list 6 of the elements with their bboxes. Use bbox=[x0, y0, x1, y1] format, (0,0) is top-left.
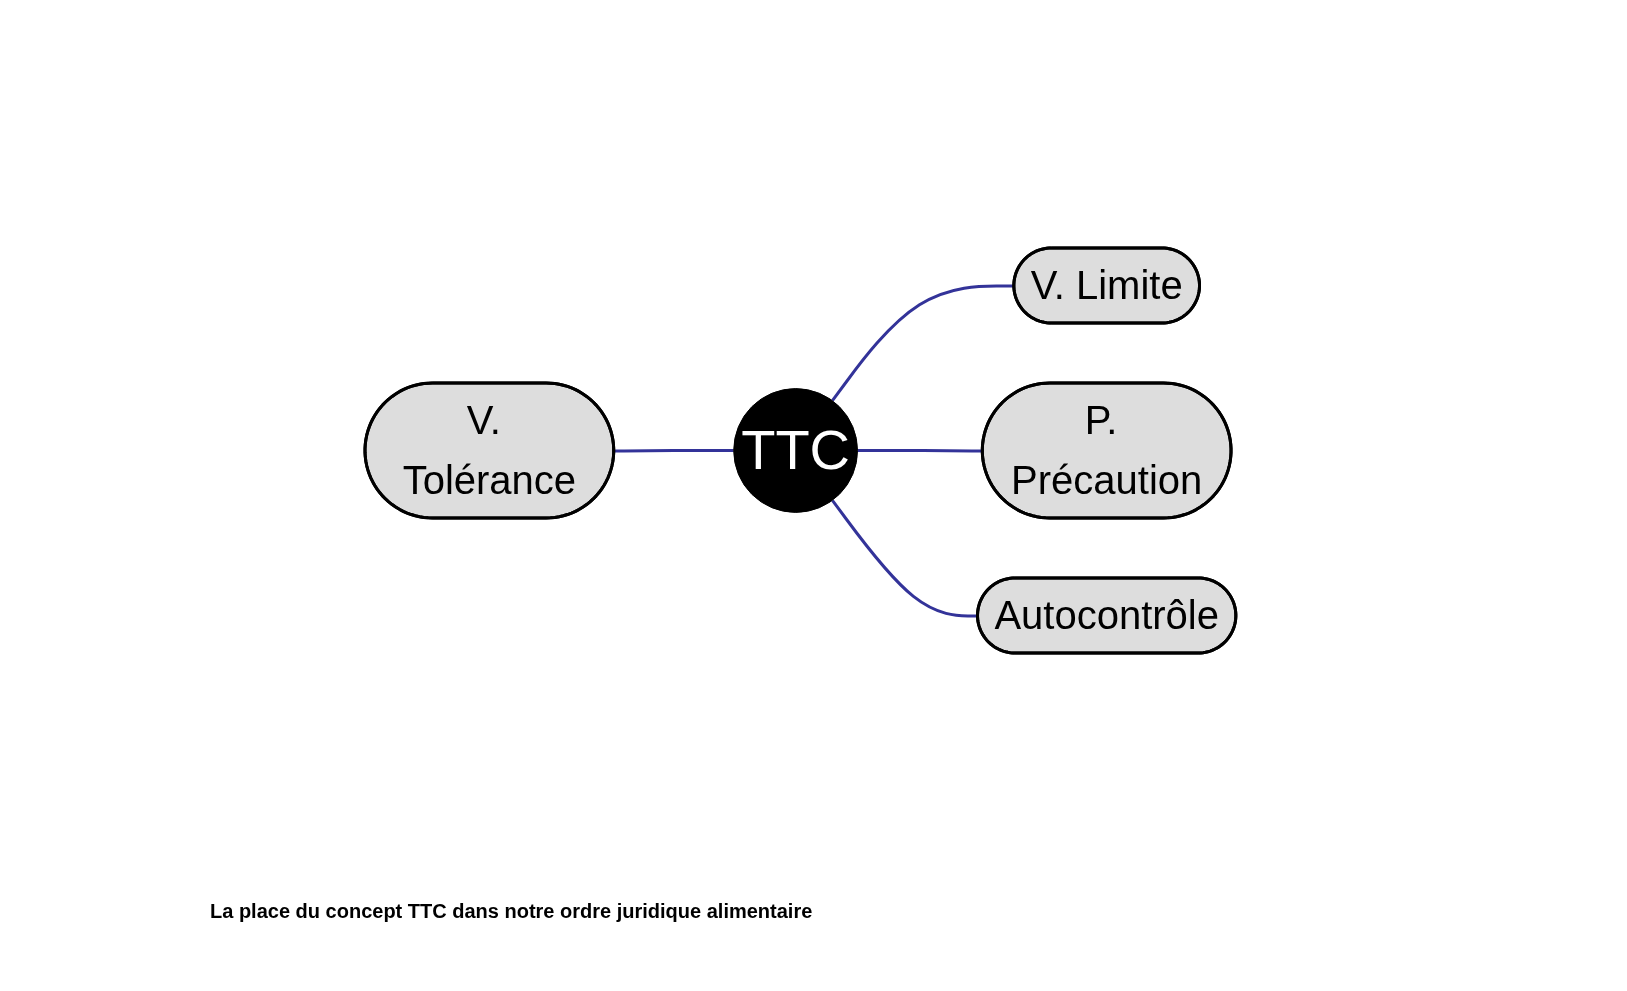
connector bbox=[830, 283, 1014, 402]
caption: La place du concept TTC dans notre ordre juridique alimentaire bbox=[210, 900, 814, 923]
connector bbox=[830, 498, 978, 617]
connector bbox=[613, 448, 734, 452]
node-circle: TTC bbox=[732, 387, 858, 513]
connector bbox=[857, 448, 983, 452]
